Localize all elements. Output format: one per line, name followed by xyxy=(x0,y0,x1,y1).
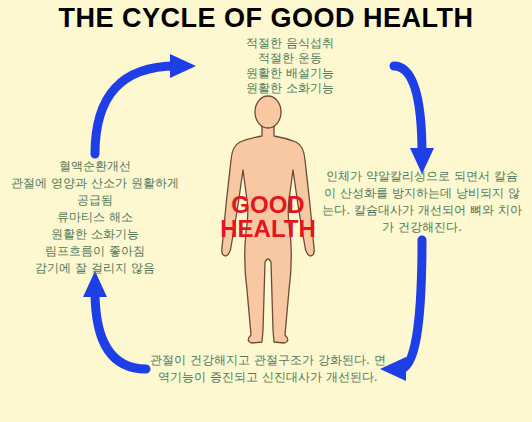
node-text: 적절한 운동 xyxy=(190,51,390,66)
cycle-arrow xyxy=(394,66,422,154)
node-text: 림프흐름이 좋아짐 xyxy=(6,243,184,260)
text-block: 적절한 음식섭취적절한 운동원활한 배설기능원활한 소화기능 xyxy=(190,36,390,96)
node-text: 관절에 영양과 산소가 원활하게 공급됨 xyxy=(6,175,184,209)
node-text: 원활한 소화기능 xyxy=(190,81,390,96)
cycle-arrow xyxy=(95,291,146,369)
node-text: 관절이 건강해지고 관절구조가 강화된다. 면역기능이 증진되고 신진대사가 개… xyxy=(150,352,386,386)
center-label: GOOD HEALTH xyxy=(198,193,338,241)
text-block: 인체가 약알칼리성으로 되면서 칼슘이 산성화를 방지하는데 낭비되지 않는다.… xyxy=(322,168,522,236)
node-text: 혈액순환개선 xyxy=(6,158,184,175)
node-text: 적절한 음식섭취 xyxy=(190,36,390,51)
node-text: 원활한 소화기능 xyxy=(6,226,184,243)
node-text: 인체가 약알칼리성으로 되면서 칼슘이 산성화를 방지하는데 낭비되지 않는다.… xyxy=(322,168,522,236)
text-block: 혈액순환개선관절에 영양과 산소가 원활하게 공급됨류마티스 해소원활한 소화기… xyxy=(6,158,184,277)
node-text: 감기에 잘 걸리지 않음 xyxy=(6,260,184,277)
cycle-arrow xyxy=(95,66,176,154)
node-text: 원활한 배설기능 xyxy=(190,66,390,81)
node-text: 류마티스 해소 xyxy=(6,209,184,226)
cycle-arrow xyxy=(400,240,422,369)
diagram-title: THE CYCLE OF GOOD HEALTH xyxy=(0,3,532,34)
text-block: 관절이 건강해지고 관절구조가 강화된다. 면역기능이 증진되고 신진대사가 개… xyxy=(150,352,386,386)
